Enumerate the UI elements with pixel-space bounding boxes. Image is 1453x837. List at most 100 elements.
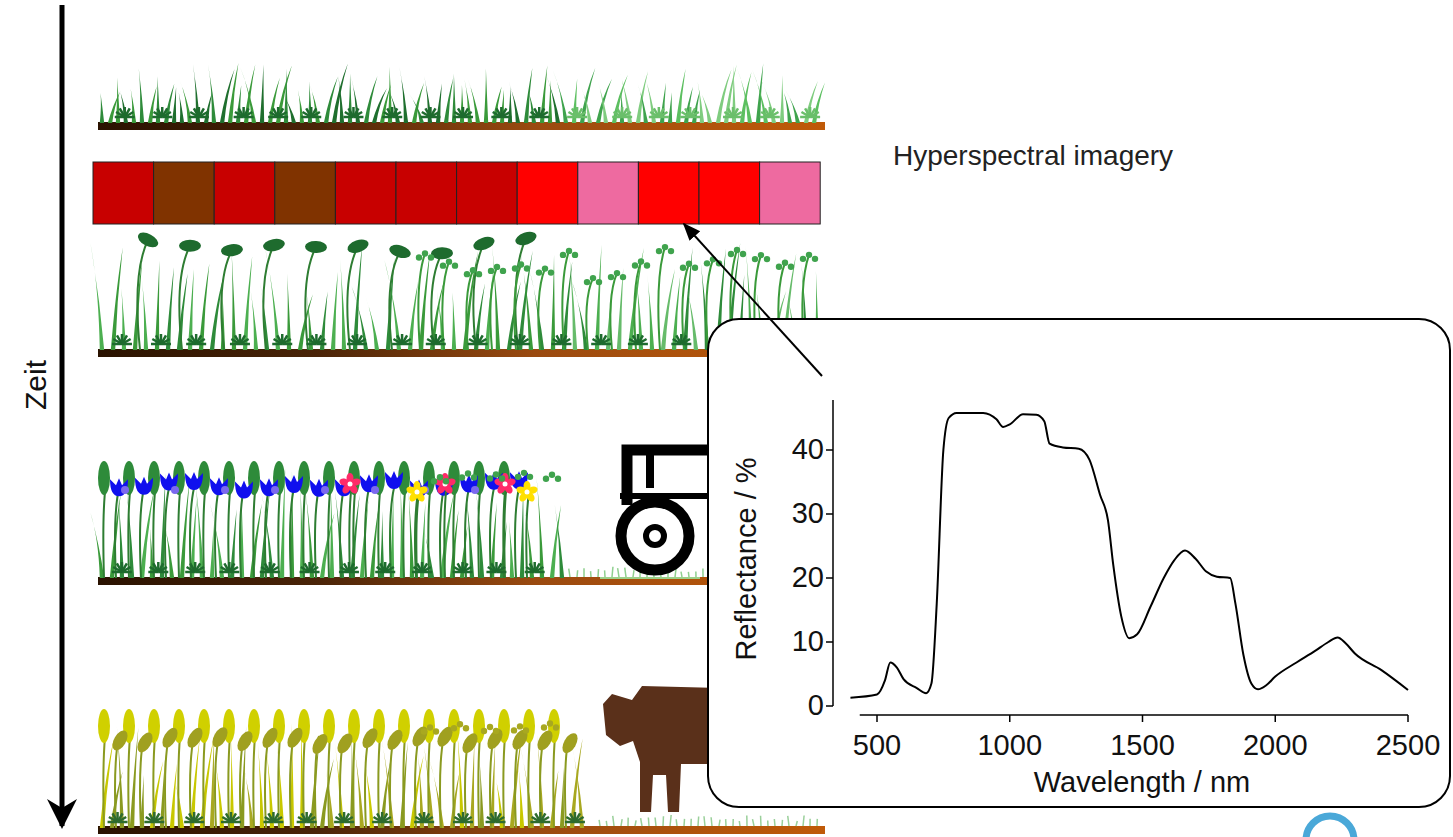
drawing-part [803,816,804,826]
drawing-part [172,87,176,123]
chart-part [826,641,833,643]
drawing-part [496,821,506,824]
drawing-part [569,569,570,577]
drawing-part [331,272,338,350]
drawing-part [500,268,506,274]
drawing-part [515,736,519,828]
drawing-part [130,728,139,828]
drawing-part [452,292,456,350]
drawing-part [310,479,328,497]
drawing-part [284,69,288,123]
logo-arc [1306,816,1354,837]
drawing-part [728,251,734,257]
drawing-part [464,481,474,578]
drawing-part [215,488,219,578]
drawing-part [576,570,578,577]
drawing-part [530,272,544,350]
drawing-part [519,241,533,350]
drawing-part [492,87,502,123]
drawing-part [514,265,521,350]
chart-inset: Reflectance / %Wavelength / nm0102030405… [707,318,1451,808]
drawing-part [307,821,317,824]
tick-label: 1000 [977,729,1042,762]
drawing-part [321,486,329,494]
drawing-part [595,245,602,350]
drawing-part [496,571,506,574]
drawing-part [538,269,545,350]
drawing-part [210,732,214,828]
drawing-part [572,252,578,258]
drawing-part [806,252,812,258]
drawing-part [800,256,806,262]
tick-label: 30 [792,497,824,530]
drawing-part [365,295,379,350]
drawing-part [427,724,433,730]
drawing-part [137,240,148,350]
drawing-part [457,162,518,224]
chart-part [1142,715,1144,722]
drawing-part [443,478,449,484]
drawing-part [662,816,664,826]
drawing-part [382,821,392,824]
drawing-part [365,488,369,578]
drawing-part [128,728,131,828]
drawing-part [606,821,608,826]
drawing-part [692,265,698,271]
drawing-part [611,567,613,577]
drawing-part [240,488,244,578]
drawing-part [548,269,554,275]
drawing-part [278,116,288,119]
drawing-part [250,504,262,578]
drawing-part [681,572,682,577]
drawing-part [353,742,364,828]
chart-part [850,413,1408,698]
drawing-part [433,728,439,734]
drawing-part [484,69,488,123]
drawing-part [690,116,700,119]
drawing-part [121,486,129,494]
drawing-part [270,571,280,574]
drawing-part [416,254,422,260]
drawing-part [584,279,590,285]
time-arrow [60,5,65,826]
drawing-part [596,79,612,123]
drawing-part [353,728,356,828]
drawing-part [586,278,593,350]
drawing-part [214,162,275,224]
drawing-part [185,472,203,490]
drawing-part [431,253,442,350]
drawing-part [385,571,395,574]
drawing-part [520,746,534,828]
drawing-part [203,728,206,828]
drawing-part [440,736,444,828]
chart-part [832,400,834,706]
drawing-part [560,767,564,828]
drawing-part [719,820,720,826]
drawing-part [282,343,292,346]
drawing-part [527,474,533,480]
drawing-part [535,571,545,574]
drawing-part [428,483,431,578]
drawing-part [221,486,229,494]
drawing-part [309,731,330,756]
drawing-part [392,116,402,119]
drawing-part [403,728,406,828]
drawing-part [608,274,614,280]
drawing-part [493,728,499,734]
chart-part [1275,715,1277,722]
drawing-part [428,728,431,828]
drawing-part [780,75,784,123]
drawing-part [481,728,487,734]
drawing-part [316,343,326,346]
drawing-part [524,265,530,271]
drawing-part [590,275,596,281]
drawing-part [278,483,281,578]
drawing-part [259,725,280,750]
drawing-part [179,93,184,123]
drawing-part [710,256,716,262]
tick-label: 2000 [1243,729,1308,762]
drawing-part [453,728,456,828]
tractor-icon [600,450,712,578]
drawing-part [305,241,327,254]
